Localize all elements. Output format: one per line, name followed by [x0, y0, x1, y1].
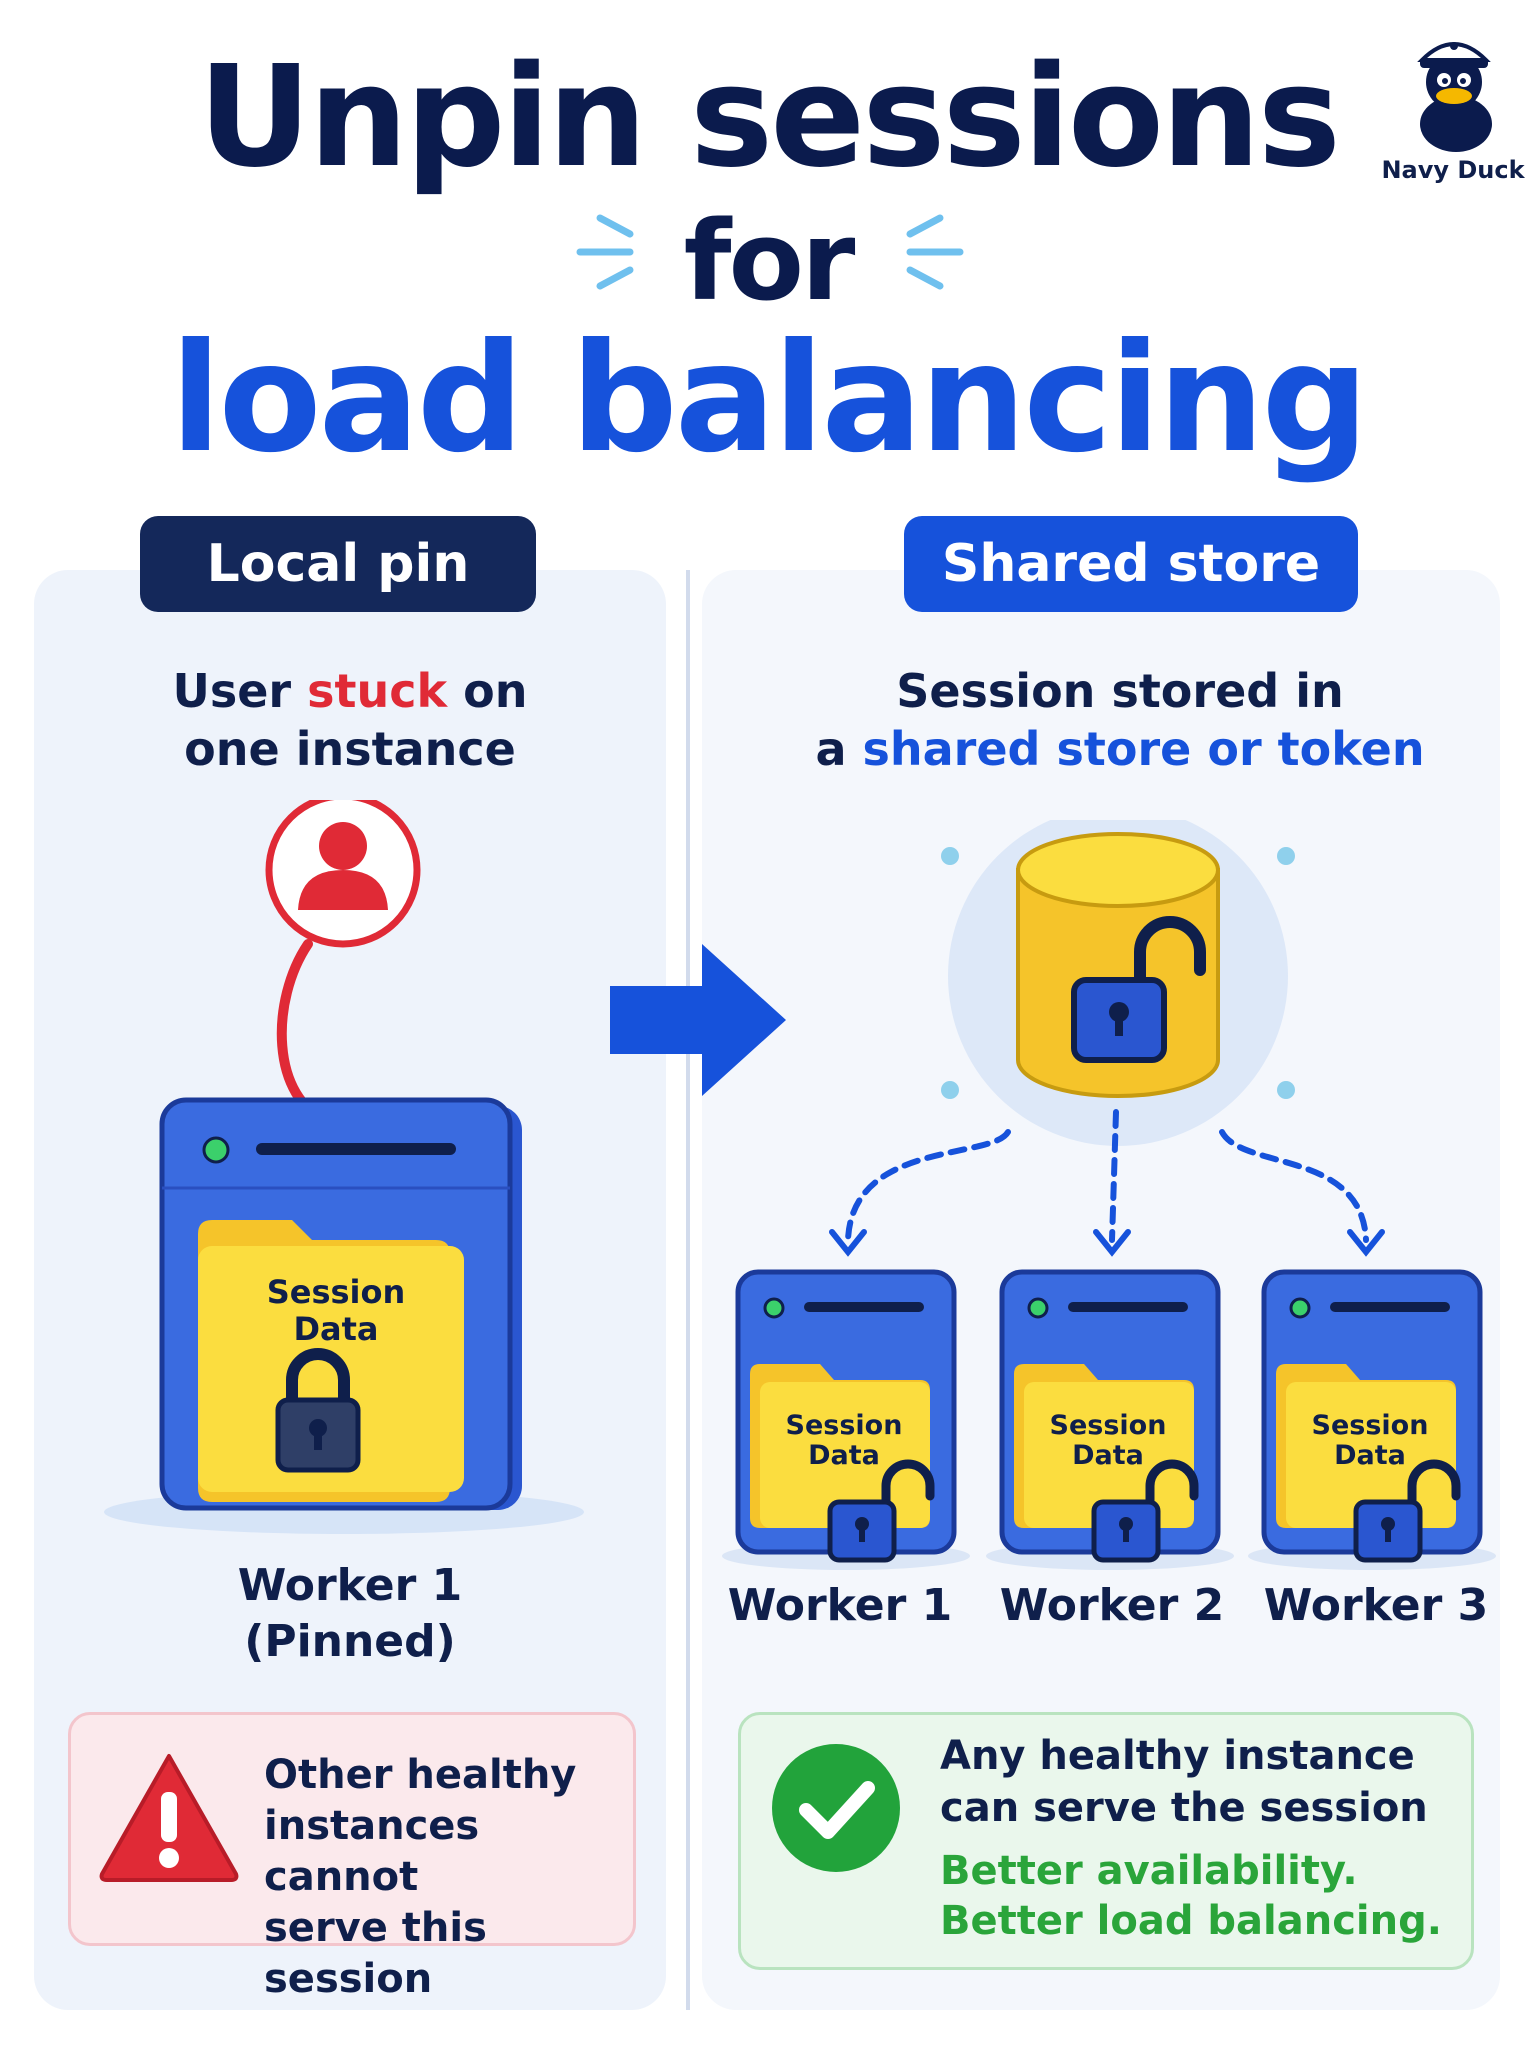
distribution-arrows: [845, 1109, 1369, 1243]
title-line-3: load balancing: [170, 312, 1369, 486]
left-heading-highlight: stuck: [307, 664, 448, 718]
left-worker-label: Worker 1: [237, 1560, 463, 1611]
transition-arrow-icon: [610, 944, 786, 1096]
success-line-4: Better load balancing.: [940, 1898, 1442, 1944]
brand-name: Navy Duck: [1381, 156, 1525, 184]
worker-3-label: Worker 3: [1263, 1580, 1489, 1631]
left-heading: User stuck on one instance: [60, 662, 640, 778]
success-line-1: Any healthy instance: [940, 1733, 1415, 1779]
title-line-2: for: [683, 197, 856, 325]
worker-3-folder-line2: Data: [1334, 1440, 1406, 1471]
left-illustration: Session Data: [104, 800, 584, 1534]
pin-arrow: [276, 939, 335, 1127]
check-icon: [772, 1744, 900, 1872]
pinned-status: (Pinned): [244, 1616, 456, 1667]
warning-line-3: serve this session: [264, 1905, 487, 2002]
warning-text: Other healthy instances cannot serve thi…: [264, 1750, 644, 2005]
worker-1-server: Session Data: [159, 1097, 522, 1511]
worker-2-small-server: Session Data: [999, 1269, 1221, 1563]
shared-store-database-icon: [1016, 832, 1220, 1098]
right-heading-line1: Session stored in: [896, 664, 1344, 718]
title-sparkles: [576, 214, 964, 290]
right-heading: Session stored in a shared store or toke…: [740, 662, 1500, 778]
worker-1-folder-line2: Data: [808, 1440, 880, 1471]
left-heading-part1: User: [172, 664, 308, 718]
worker-2-folder-line1: Session: [1050, 1410, 1167, 1441]
left-heading-line2: one instance: [184, 722, 516, 776]
left-folder-line2: Data: [293, 1310, 378, 1348]
left-heading-part2: on: [447, 664, 528, 718]
success-line-3: Better availability.: [940, 1848, 1358, 1894]
worker-3-small-server: Session Data: [1261, 1269, 1483, 1563]
local-pin-pill: Local pin: [140, 516, 536, 612]
duck-mascot-icon: [1417, 42, 1492, 152]
panel-divider: [686, 570, 690, 2010]
warning-icon: [99, 1754, 239, 1882]
user-icon: [265, 800, 421, 948]
right-heading-prefix: a: [815, 722, 863, 776]
worker-3-folder-line1: Session: [1312, 1410, 1429, 1441]
open-lock-icon: [1353, 1459, 1461, 1563]
right-illustration: Session Data Session Data Session Data: [722, 820, 1496, 1570]
worker-1-folder-line1: Session: [786, 1410, 903, 1441]
worker-1-small-server: Session Data: [735, 1269, 957, 1563]
closed-lock-icon: [275, 1348, 361, 1473]
worker-2-folder-line2: Data: [1072, 1440, 1144, 1471]
open-lock-icon: [1091, 1459, 1199, 1563]
right-heading-highlight: shared store or token: [862, 722, 1425, 776]
worker-1-label: Worker 1: [727, 1580, 953, 1631]
shared-store-pill: Shared store: [904, 516, 1358, 612]
warning-line-1: Other healthy: [264, 1752, 577, 1798]
success-line-2: can serve the session: [940, 1785, 1428, 1831]
worker-2-label: Worker 2: [999, 1580, 1225, 1631]
left-folder-line1: Session: [267, 1273, 406, 1311]
success-text-main: Any healthy instance can serve the sessi…: [940, 1730, 1460, 1834]
title-line-1: Unpin sessions: [197, 36, 1341, 199]
warning-line-2: instances cannot: [264, 1803, 480, 1900]
success-text-benefits: Better availability. Better load balanci…: [940, 1846, 1460, 1946]
open-lock-icon: [827, 1459, 935, 1563]
